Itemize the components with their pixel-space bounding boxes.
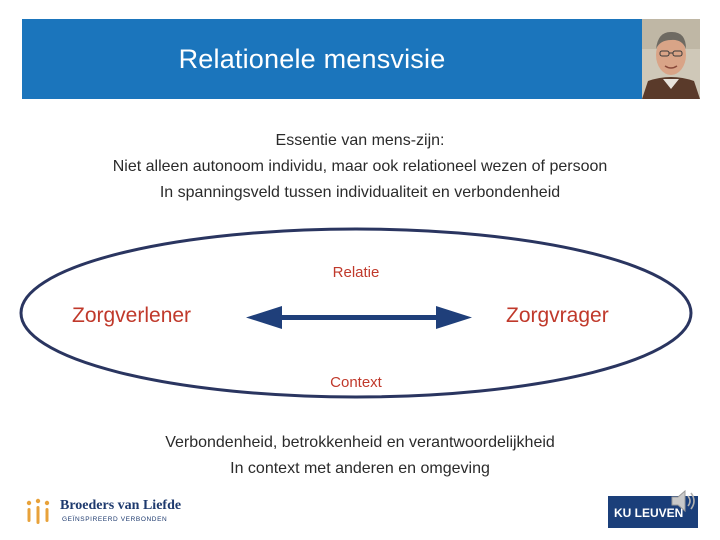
ku-leuven-logo: KU LEUVEN	[606, 494, 700, 530]
broeders-logo-tagline: GEÏNSPIREERD VERBONDEN	[62, 516, 168, 523]
intro-text: Essentie van mens-zijn: Niet alleen auto…	[0, 128, 720, 206]
relation-diagram	[19, 227, 693, 399]
zorgverlener-label: Zorgverlener	[72, 304, 192, 327]
outro-line-2: In context met anderen en omgeving	[230, 460, 490, 477]
context-ellipse	[19, 227, 693, 399]
relatie-label: Relatie	[332, 264, 380, 281]
speaker-icon[interactable]	[668, 486, 698, 516]
intro-line-3: In spanningsveld tussen individualiteit …	[159, 184, 561, 201]
title-bar: Relationele mensvisie	[22, 19, 642, 99]
broeders-van-liefde-logo: Broeders van Liefde GEÏNSPIREERD VERBOND…	[24, 496, 204, 530]
page-title: Relationele mensvisie	[178, 43, 446, 74]
intro-line-1: Essentie van mens-zijn:	[275, 132, 445, 149]
broeders-logo-icon	[26, 498, 50, 524]
outro-line-1: Verbondenheid, betrokkenheid en verantwo…	[165, 434, 555, 451]
outro-text: Verbondenheid, betrokkenheid en verantwo…	[0, 430, 720, 482]
intro-line-2: Niet alleen autonoom individu, maar ook …	[112, 158, 608, 175]
person-photo	[642, 19, 700, 99]
person-photo-drawing	[642, 19, 700, 99]
double-arrow	[246, 306, 472, 329]
zorgvrager-label: Zorgvrager	[506, 304, 609, 327]
broeders-logo-name: Broeders van Liefde	[60, 498, 182, 513]
ku-leuven-logo-text: KU LEUVEN	[614, 506, 684, 520]
context-label: Context	[330, 374, 382, 391]
